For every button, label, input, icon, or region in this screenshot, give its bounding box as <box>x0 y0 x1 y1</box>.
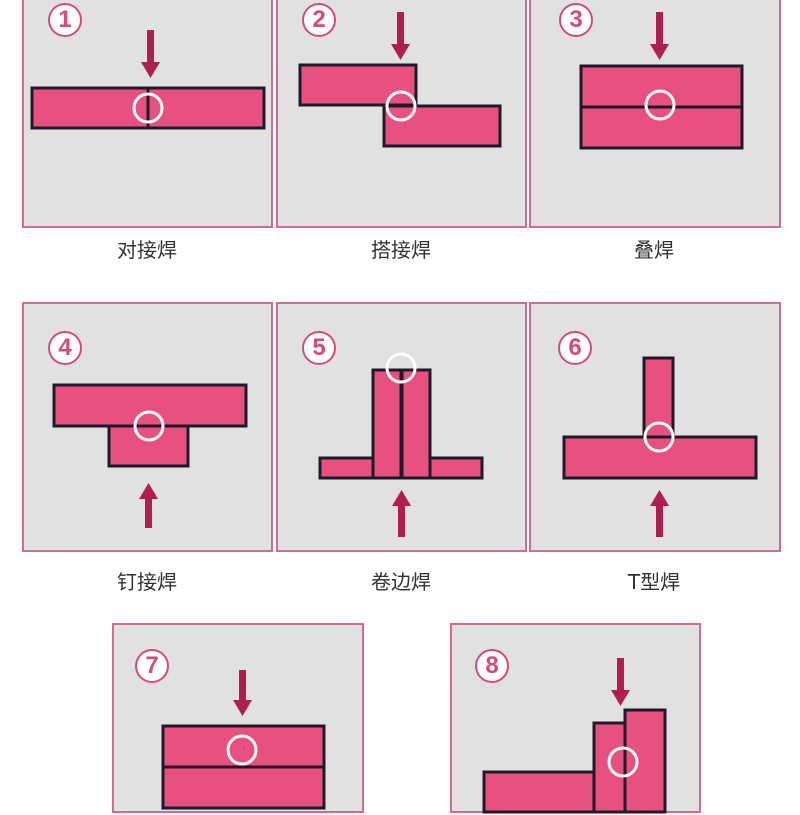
panel-label: T型焊 <box>627 570 681 594</box>
weld-panel-7: 7 <box>112 623 364 813</box>
panel-label: 搭接焊 <box>371 238 431 262</box>
step-number-badge: 3 <box>559 3 593 37</box>
panel-label: 钉接焊 <box>117 570 177 594</box>
step-number-badge: 2 <box>302 3 336 37</box>
step-number-badge: 7 <box>135 649 169 683</box>
corner-weld-diagram <box>482 658 667 814</box>
weld-panel-5: 5 <box>276 302 527 552</box>
weld-panel-8: 8 <box>450 623 701 814</box>
step-number-badge: 8 <box>475 649 509 683</box>
butt-weld-diagram <box>30 30 266 130</box>
flange-weld-diagram <box>318 352 484 537</box>
weld-panel-6: 6 <box>529 302 781 552</box>
lap-weld-diagram <box>298 12 502 148</box>
step-number-badge: 6 <box>558 331 592 365</box>
weld-panel-2: 2 <box>276 0 527 228</box>
panel-label: 对接焊 <box>117 238 177 262</box>
plug-weld-diagram <box>52 383 248 528</box>
weld-panel-3: 3 <box>529 0 781 228</box>
step-number-badge: 4 <box>48 331 82 365</box>
weld-panel-4: 4 <box>22 302 273 552</box>
overlap-weld-diagram-2 <box>161 670 326 810</box>
panel-label: 卷边焊 <box>371 570 431 594</box>
overlap-weld-diagram <box>579 12 744 150</box>
panel-label: 叠焊 <box>634 238 674 262</box>
step-number-badge: 5 <box>302 331 336 365</box>
weld-panel-1: 1 <box>22 0 273 228</box>
step-number-badge: 1 <box>48 3 82 37</box>
t-weld-diagram <box>562 356 758 537</box>
